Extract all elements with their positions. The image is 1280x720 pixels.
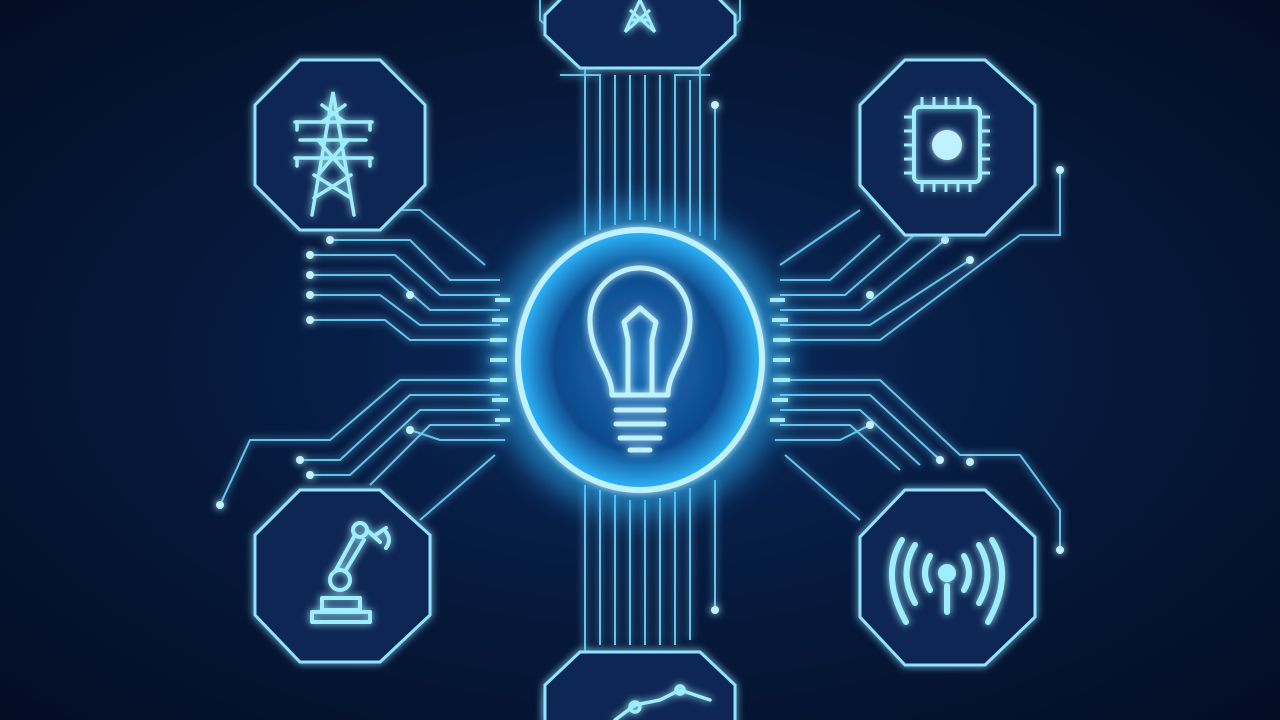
transmission-tower-icon <box>293 91 374 217</box>
wireless-signal-icon <box>889 537 1005 625</box>
node-bottom-right <box>858 488 1037 667</box>
node-top-left <box>253 58 427 232</box>
node-bottom <box>543 650 737 720</box>
robotic-arm-icon <box>613 684 712 720</box>
node-top <box>543 0 737 70</box>
node-top-right <box>858 58 1037 237</box>
circuit-traces <box>219 0 1061 720</box>
central-core <box>490 205 790 515</box>
node-bottom-left <box>253 488 432 664</box>
robotic-arm-icon <box>310 521 391 624</box>
lightbulb-icon <box>587 265 693 453</box>
cpu-chip-icon <box>904 97 990 192</box>
core-pins <box>490 298 790 422</box>
trace-endpoint-dots <box>216 101 1064 614</box>
transmission-tower-icon <box>623 0 657 34</box>
